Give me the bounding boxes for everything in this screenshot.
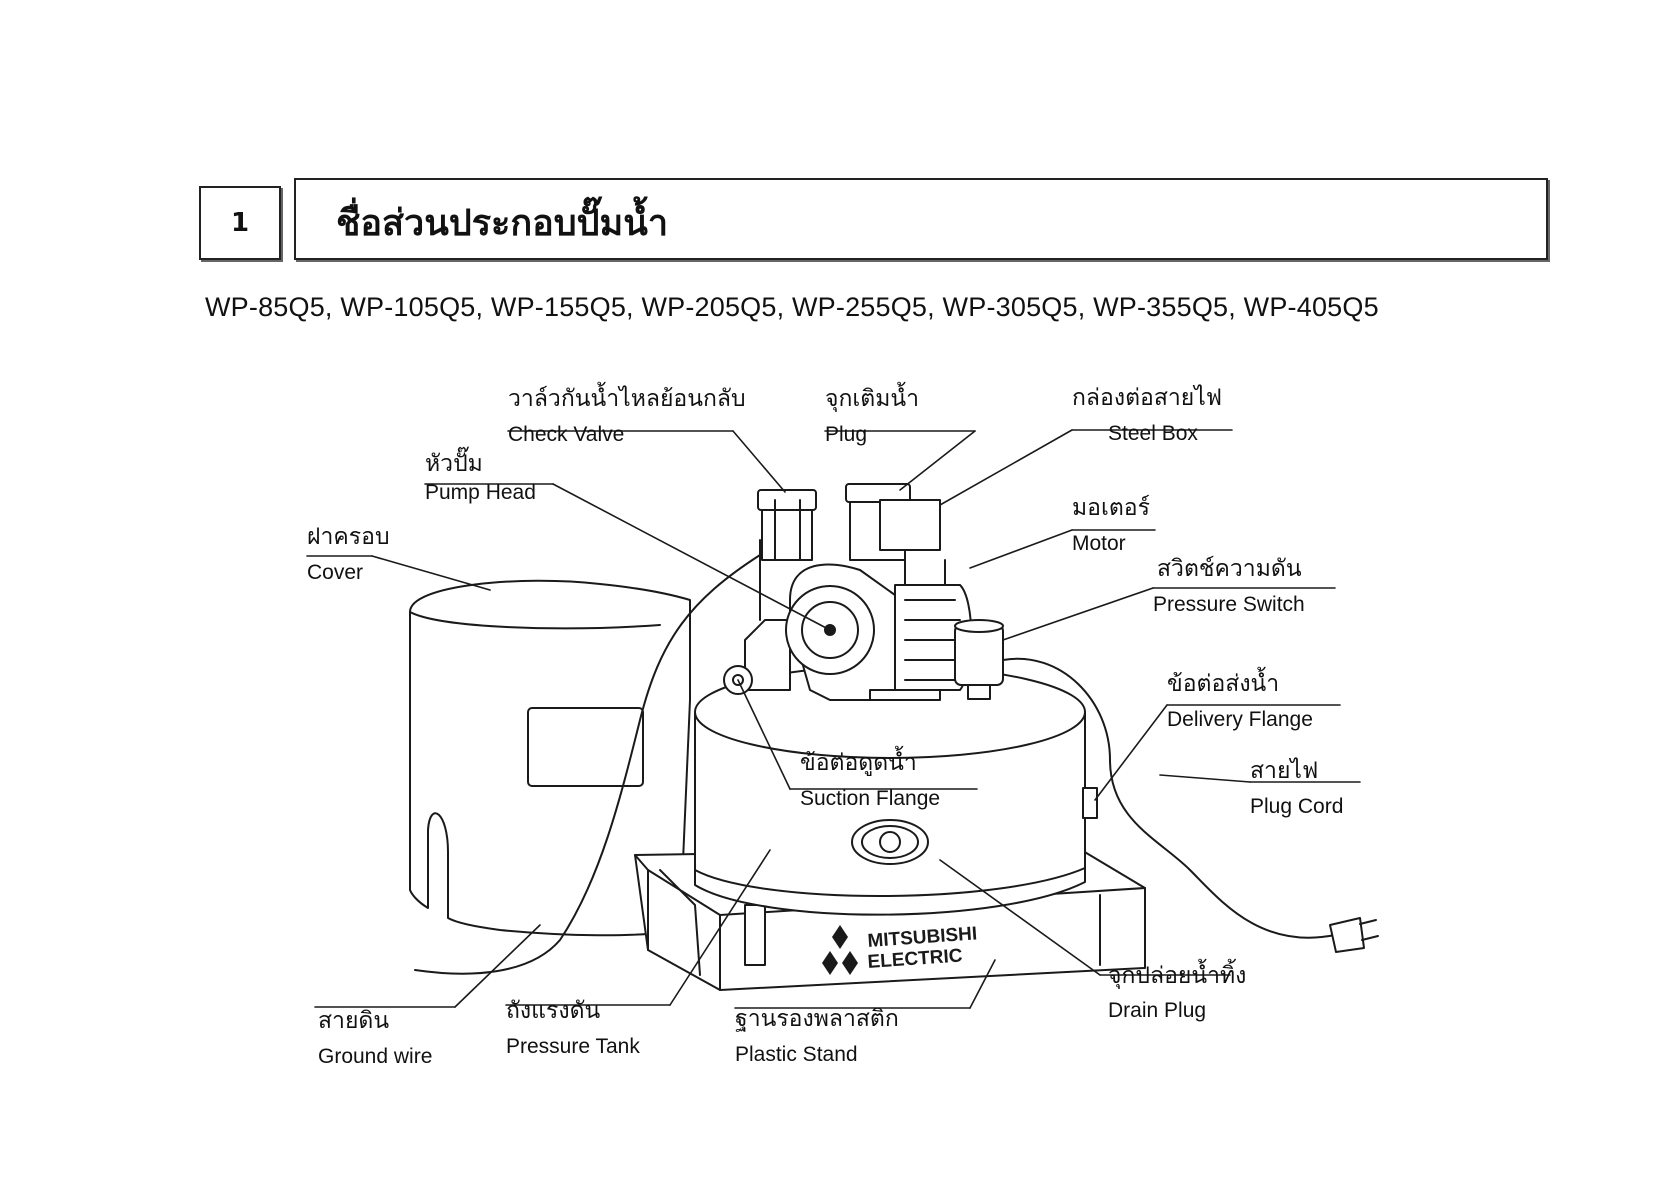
leader-cover [371, 555, 491, 591]
leader-ground-wire [454, 924, 541, 1008]
motor-drawing [879, 499, 973, 691]
label-pump-head: หัวปั๊ม Pump Head [425, 451, 536, 504]
leader-suction-flange [737, 679, 791, 790]
leader-pump-head [552, 483, 831, 631]
label-plug: จุกเติมน้ำ Plug [825, 386, 919, 446]
leader-plug [899, 430, 976, 491]
cover-th: ฝาครอบ [307, 524, 390, 550]
label-pressure-tank: ถังแรงดัน Pressure Tank [506, 998, 640, 1058]
model-list: WP-85Q5, WP-105Q5, WP-155Q5, WP-205Q5, W… [205, 292, 1379, 322]
pressure-switch-en: Pressure Switch [1153, 593, 1305, 616]
leader-plastic-stand [969, 959, 996, 1009]
plastic-stand-th: ฐานรองพลาสติก [735, 1006, 899, 1032]
leader-plug-cord [1159, 774, 1251, 783]
steel-box-th: กล่องต่อสายไฟ [1072, 385, 1223, 411]
pressure-switch-th: สวิตช์ความดัน [1157, 556, 1302, 582]
label-drain-plug: จุกปล่อยน้ำทิ้ง Drain Plug [1108, 963, 1247, 1022]
leader-motor [969, 529, 1073, 569]
label-motor: มอเตอร์ Motor [1072, 495, 1150, 555]
section-number: 1 [230, 208, 250, 238]
motor-th: มอเตอร์ [1072, 495, 1150, 521]
pressure-tank-en: Pressure Tank [506, 1035, 640, 1058]
steel-box-en: Steel Box [1108, 422, 1198, 445]
pressure-switch-drawing [954, 619, 1004, 700]
label-plug-cord: สายไฟ Plug Cord [1250, 758, 1344, 818]
plug-cord-drawing [1002, 657, 1379, 953]
section-title: ชื่อส่วนประกอบปั๊มน้ำ [336, 202, 669, 244]
check-valve-th: วาล์วกันน้ำไหลย้อนกลับ [508, 386, 746, 412]
plastic-stand-en: Plastic Stand [735, 1043, 858, 1066]
check-valve-en: Check Valve [508, 423, 625, 446]
leader-delivery-flange [1094, 704, 1168, 801]
label-delivery-flange: ข้อต่อส่งน้ำ Delivery Flange [1167, 671, 1313, 731]
delivery-flange-th: ข้อต่อส่งน้ำ [1167, 671, 1280, 697]
leader-lines [306, 429, 1361, 1009]
plug-cord-en: Plug Cord [1250, 795, 1344, 818]
leader-pressure-tank [669, 849, 771, 1006]
leader-check-valve [732, 430, 786, 493]
label-steel-box: กล่องต่อสายไฟ Steel Box [1072, 385, 1223, 445]
pump-head-en: Pump Head [425, 481, 536, 504]
ground-wire-th: สายดิน [318, 1008, 390, 1034]
leader-drain-plug [939, 859, 1101, 976]
delivery-flange-en: Delivery Flange [1167, 708, 1313, 731]
label-suction-flange: ข้อต่อดูดน้ำ Suction Flange [800, 750, 941, 810]
drain-plug-en: Drain Plug [1108, 999, 1207, 1022]
section-title-box: ชื่อส่วนประกอบปั๊มน้ำ [294, 178, 1548, 260]
section-number-box: 1 [199, 186, 281, 260]
pump-head-th: หัวปั๊ม [425, 451, 483, 477]
label-plastic-stand: ฐานรองพลาสติก Plastic Stand [735, 1006, 899, 1066]
drain-plug-th: จุกปล่อยน้ำทิ้ง [1108, 963, 1247, 989]
leader-steel-box [939, 429, 1073, 506]
ground-wire-en: Ground wire [318, 1045, 433, 1068]
motor-en: Motor [1072, 532, 1126, 555]
plug-en: Plug [825, 423, 868, 446]
mitsubishi-logo-icon [822, 925, 858, 975]
cover-drawing [409, 579, 691, 937]
label-cover: ฝาครอบ Cover [307, 524, 390, 584]
ground-wire-drawing [414, 554, 761, 975]
cover-en: Cover [307, 561, 364, 584]
label-ground-wire: สายดิน Ground wire [318, 1008, 433, 1068]
pressure-tank-th: ถังแรงดัน [506, 998, 601, 1024]
leader-pressure-switch [1002, 587, 1154, 641]
label-check-valve: วาล์วกันน้ำไหลย้อนกลับ Check Valve [508, 386, 746, 446]
plug-th: จุกเติมน้ำ [825, 386, 919, 412]
label-pressure-switch: สวิตช์ความดัน Pressure Switch [1153, 556, 1305, 616]
plug-cord-th: สายไฟ [1250, 758, 1319, 784]
suction-flange-en: Suction Flange [800, 787, 941, 810]
suction-flange-th: ข้อต่อดูดน้ำ [800, 750, 917, 776]
